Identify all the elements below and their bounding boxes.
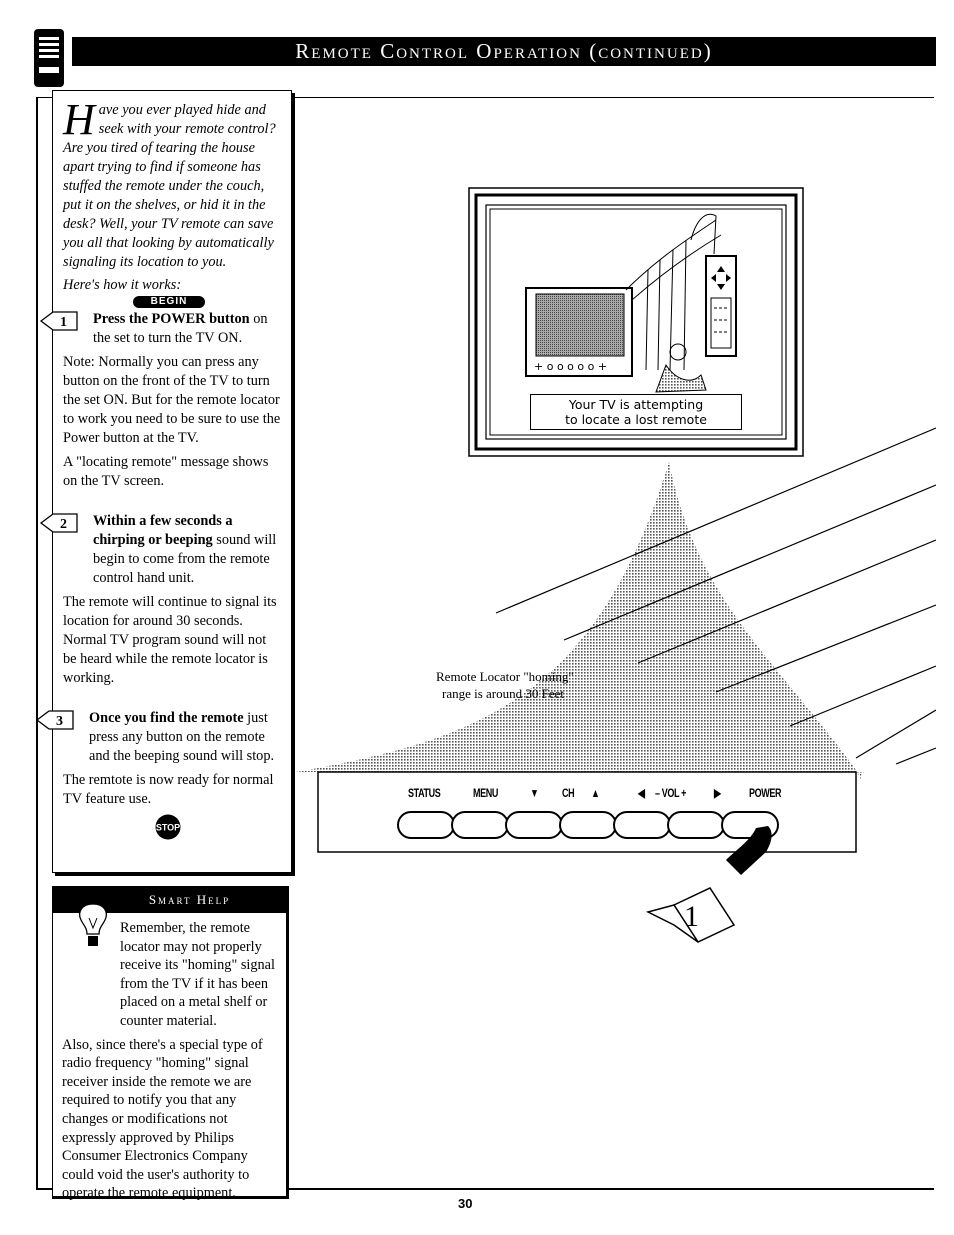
channel-label: CH [562,786,575,800]
status-label: STATUS [408,786,441,800]
svg-text:1: 1 [60,315,67,330]
step-1-message: A "locating remote" message shows on the… [63,454,269,489]
how-it-works: Here's how it works: [63,277,182,293]
svg-text:STOP: STOP [156,823,180,833]
step-1: 1 Press the POWER button on the set to t… [39,310,283,348]
stop-icon: STOP [155,814,181,840]
control-buttons [397,811,779,839]
power-label: POWER [749,786,782,800]
step-1-note: Note: Normally you can press any button … [63,354,281,446]
volume-label: – VOL + [655,786,686,800]
homing-signal-beam [296,462,864,781]
begin-badge: BEGIN [133,296,205,308]
left-rule [36,97,38,1189]
bottom-rule [36,1188,934,1190]
lightbulb-icon [78,903,108,946]
svg-text:2: 2 [60,517,67,532]
step-2-arrow-icon: 2 [39,513,78,533]
homing-range-label: Remote Locator "homing" range is around … [436,669,574,701]
remote-drawing [705,255,737,357]
smart-help-box: Smart Help Remember, the remote locator … [52,886,289,1201]
step-3-arrow-icon: 3 [35,710,74,730]
pointing-hand-icon [726,826,772,875]
step-1-marker: 1 [645,887,736,943]
step-1-arrow-icon: 1 [39,311,78,331]
channel-up-icon: ▲ [591,786,600,800]
step-3: 3 Once you find the remote just press an… [35,709,283,766]
remote-locator-illustration: + o o o o o + [296,187,936,943]
step-2: 2 Within a few seconds a chirping or bee… [39,512,283,588]
menu-label: MENU [473,786,499,800]
volume-right-icon: ▶ [714,786,721,800]
remote-control-icon [34,29,64,87]
sound-wave-lines [495,427,936,765]
person-searching-drawing [625,213,722,393]
svg-text:1: 1 [684,900,699,933]
smart-help-para-1: Remember, the remote locator may not pro… [120,920,276,1029]
page-title: Remote Control Operation (continued) [72,37,936,66]
tv-screen-message: Your TV is attempting to locate a lost r… [530,394,742,430]
step-2-detail: The remote will continue to signal its l… [63,594,277,686]
step-3-detail: The remtote is now ready for normal TV f… [63,772,274,807]
small-tv-drawing: + o o o o o + [525,287,633,377]
smart-help-para-2: Also, since there's a special type of ra… [62,1036,263,1202]
volume-left-icon: ◀ [638,786,645,800]
svg-text:3: 3 [56,714,63,729]
channel-down-icon: ▼ [530,786,539,800]
top-rule [36,97,934,98]
drop-cap: H [63,95,95,144]
page-number: 30 [458,1196,473,1211]
svg-text:+ o o o o o +: + o o o o o + [534,360,607,373]
